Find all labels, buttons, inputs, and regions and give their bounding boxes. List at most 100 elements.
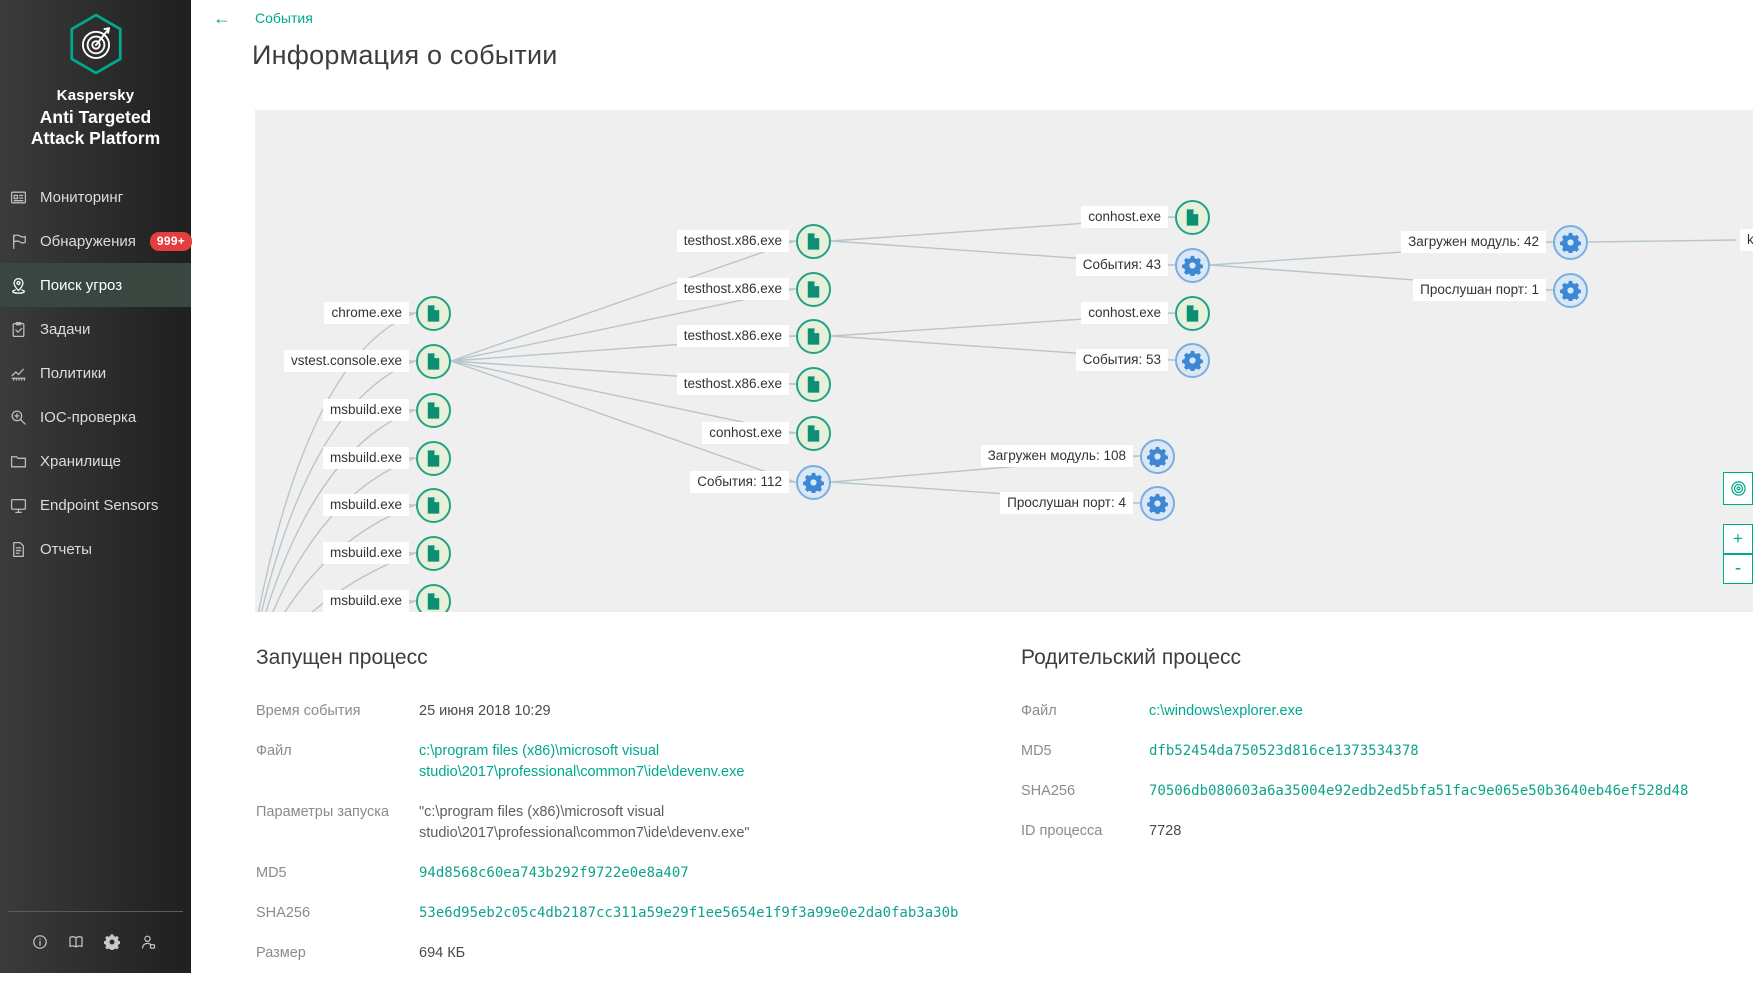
process-file-icon — [427, 401, 439, 419]
guide-icon[interactable] — [68, 934, 84, 950]
sidebar-item-policies[interactable]: Политики — [0, 351, 191, 395]
events-gear-icon — [802, 472, 824, 493]
node-conhost-m[interactable] — [795, 415, 831, 451]
detail-row: Параметры запуска"c:\program files (x86)… — [256, 802, 1001, 844]
breadcrumb[interactable]: События — [255, 10, 313, 26]
node-label-testhost2[interactable]: testhost.x86.exe — [676, 278, 789, 300]
node-events43[interactable] — [1174, 247, 1210, 283]
detail-value[interactable]: c:\program files (x86)\microsoft visual … — [419, 743, 745, 780]
node-label-testhost1[interactable]: testhost.x86.exe — [676, 230, 789, 252]
process-file-icon — [1186, 304, 1198, 322]
detail-value[interactable]: 70506db080603a6a35004e92edb2ed5bfa51fac9… — [1149, 783, 1689, 799]
info-icon[interactable] — [32, 934, 48, 950]
sidebar-item-label: IOC-проверка — [40, 408, 137, 426]
node-conhost-r1[interactable] — [1174, 199, 1210, 235]
process-graph[interactable]: + - chrome.exe vstest.console.exe msbuil… — [255, 110, 1753, 612]
node-label-msbuild4[interactable]: msbuild.exe — [322, 542, 409, 564]
node-label-events112[interactable]: События: 112 — [690, 471, 789, 493]
brand-name: Kaspersky — [56, 87, 135, 104]
settings-icon[interactable] — [103, 934, 121, 951]
node-msbuild1[interactable] — [415, 392, 451, 428]
sidebar-item-tasks[interactable]: Задачи — [0, 307, 191, 351]
node-label-module108[interactable]: Загружен модуль: 108 — [980, 445, 1133, 467]
section-title: Запущен процесс — [256, 646, 428, 669]
node-label-port4[interactable]: Прослушан порт: 4 — [1000, 492, 1133, 514]
detail-label: Файл — [256, 743, 292, 759]
node-port4[interactable] — [1139, 485, 1175, 521]
detections-count-badge: 999+ — [149, 231, 193, 251]
node-label-msbuild1[interactable]: msbuild.exe — [322, 399, 409, 421]
sidebar-item-endpoint-sensors[interactable]: Endpoint Sensors — [0, 483, 191, 527]
sidebar: Kaspersky Anti Targeted Attack Platform … — [0, 0, 193, 973]
sidebar-item-storage[interactable]: Хранилище — [0, 439, 191, 483]
node-testhost2[interactable] — [795, 271, 831, 307]
sidebar-item-threat-hunting[interactable]: Поиск угроз — [0, 263, 191, 307]
zoom-in-button[interactable]: + — [1723, 524, 1753, 554]
graph-edges — [257, 216, 1737, 612]
detail-row: Файл c:\windows\explorer.exe — [1021, 701, 1731, 722]
sidebar-item-monitoring[interactable]: Мониторинг — [0, 175, 191, 219]
node-testhost4[interactable] — [795, 366, 831, 402]
node-module42[interactable] — [1552, 224, 1588, 260]
node-label-msbuild3[interactable]: msbuild.exe — [322, 494, 409, 516]
events-gear-icon — [1146, 493, 1168, 514]
node-label-conhost-r2[interactable]: conhost.exe — [1081, 302, 1168, 324]
node-label-vstest[interactable]: vstest.console.exe — [283, 350, 409, 372]
node-label-events43[interactable]: События: 43 — [1075, 254, 1168, 276]
sidebar-item-label: Поиск угроз — [40, 276, 123, 294]
detail-value: 694 КБ — [419, 945, 466, 961]
node-conhost-r2[interactable] — [1174, 295, 1210, 331]
detail-label: Файл — [1021, 703, 1057, 719]
detail-label: SHA256 — [1021, 783, 1076, 799]
node-label-events53[interactable]: События: 53 — [1075, 349, 1168, 371]
detail-label: MD5 — [256, 865, 287, 881]
detail-label: Размер — [256, 945, 306, 961]
node-label-module42[interactable]: Загружен модуль: 42 — [1401, 231, 1546, 253]
sidebar-item-label: Endpoint Sensors — [40, 496, 159, 514]
process-file-icon — [427, 544, 439, 562]
node-label-msbuild5[interactable]: msbuild.exe — [322, 590, 409, 612]
node-port1[interactable] — [1552, 272, 1588, 308]
account-icon[interactable] — [140, 934, 156, 950]
node-events112[interactable] — [795, 464, 831, 500]
node-testhost1[interactable] — [795, 223, 831, 259]
node-msbuild5[interactable] — [415, 583, 451, 612]
events-gear-icon — [1559, 280, 1581, 301]
display-icon — [10, 497, 27, 514]
node-msbuild2[interactable] — [415, 440, 451, 476]
node-label-conhost-r1[interactable]: conhost.exe — [1081, 206, 1168, 228]
node-module108[interactable] — [1139, 438, 1175, 474]
node-label-chrome[interactable]: chrome.exe — [324, 302, 409, 324]
zoom-out-button[interactable]: - — [1723, 554, 1753, 584]
node-msbuild4[interactable] — [415, 535, 451, 571]
sidebar-item-label: Отчеты — [40, 540, 92, 558]
detail-value[interactable]: 94d8568c60ea743b292f9722e0e8a407 — [419, 865, 689, 881]
node-vstest[interactable] — [415, 343, 451, 379]
node-label-testhost3[interactable]: testhost.x86.exe — [676, 325, 789, 347]
center-graph-button[interactable] — [1723, 472, 1753, 505]
node-label-port1[interactable]: Прослушан порт: 1 — [1413, 279, 1546, 301]
sidebar-item-ioc-check[interactable]: IOC-проверка — [0, 395, 191, 439]
node-chrome[interactable] — [415, 295, 451, 331]
node-testhost3[interactable] — [795, 318, 831, 354]
magnifier-icon — [10, 409, 27, 426]
process-file-icon — [807, 375, 819, 393]
detail-value[interactable]: dfb52454da750523d816ce1373534378 — [1149, 743, 1419, 759]
process-file-icon — [807, 280, 819, 298]
node-label-knode[interactable]: k — [1740, 229, 1753, 251]
node-label-testhost4[interactable]: testhost.x86.exe — [676, 373, 789, 395]
node-label-msbuild2[interactable]: msbuild.exe — [322, 447, 409, 469]
back-button[interactable]: ← — [213, 8, 231, 28]
detail-value[interactable]: c:\windows\explorer.exe — [1149, 703, 1303, 719]
node-msbuild3[interactable] — [415, 487, 451, 523]
sidebar-item-reports[interactable]: Отчеты — [0, 527, 191, 571]
detail-value[interactable]: 53e6d95eb2c05c4db2187cc311a59e29f1ee5654… — [419, 905, 959, 921]
node-label-conhost-m[interactable]: conhost.exe — [702, 422, 789, 444]
node-events53[interactable] — [1174, 342, 1210, 378]
process-file-icon — [807, 424, 819, 442]
